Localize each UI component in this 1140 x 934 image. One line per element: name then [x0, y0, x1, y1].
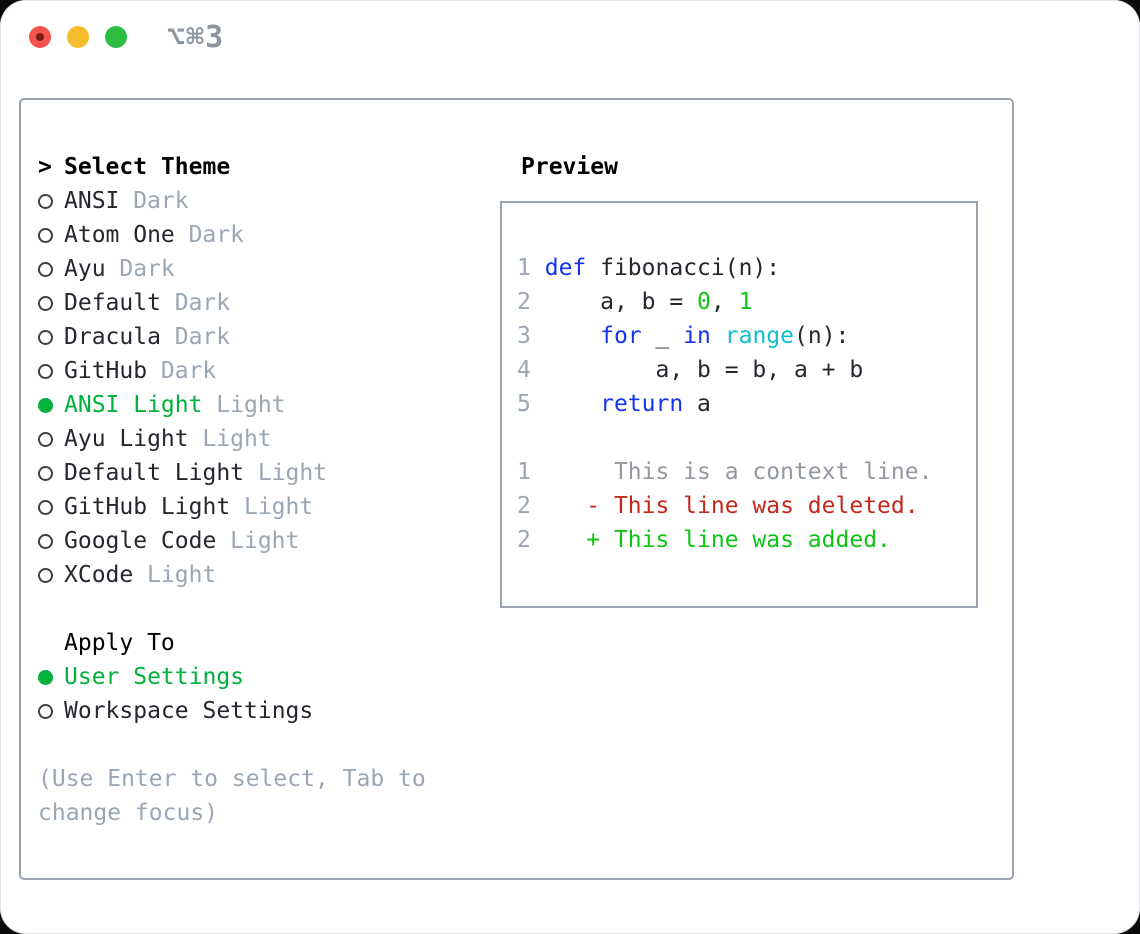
apply-to-heading-label: Apply To	[64, 630, 175, 656]
theme-option-label: Ayu	[64, 256, 106, 282]
radio-icon	[38, 261, 53, 277]
theme-variant-label: Light	[257, 460, 328, 486]
spacer	[38, 592, 426, 626]
theme-variant-label: Dark	[133, 188, 189, 214]
theme-variant-label: Dark	[174, 324, 231, 350]
theme-option-github[interactable]: GitHub Dark	[38, 354, 426, 388]
preview-column: Preview 1 def fibonacci(n): 2 a, b = 0, 1…	[500, 150, 978, 608]
radio-icon	[38, 465, 53, 481]
radio-icon	[38, 295, 53, 311]
theme-option-label: GitHub	[64, 358, 148, 384]
code-line: 2 + This line was added.	[517, 527, 891, 553]
theme-option-label: Atom One	[64, 222, 175, 248]
radio-selected-icon	[38, 397, 53, 413]
preview-heading: Preview	[521, 154, 618, 180]
theme-option-atom-one[interactable]: Atom One Dark	[38, 218, 426, 252]
title-bar: ⌥⌘3	[0, 0, 1140, 72]
radio-icon	[38, 567, 53, 583]
window-title-shortcut: ⌥⌘3	[167, 20, 225, 55]
theme-variant-label: Light	[230, 528, 300, 554]
theme-option-label: Dracula	[64, 324, 161, 350]
radio-icon	[38, 329, 53, 345]
code-preview: 1 def fibonacci(n): 2 a, b = 0, 1 3 for _ …	[517, 251, 976, 557]
code-line: 1 This is a context line.	[517, 459, 933, 485]
theme-option-label: Google Code	[64, 528, 217, 554]
code-line: 4 a, b = b, a + b	[517, 357, 864, 383]
theme-option-default-light[interactable]: Default Light Light	[38, 456, 426, 490]
theme-option-label: Ayu Light	[64, 426, 189, 452]
theme-option-github-light[interactable]: GitHub Light Light	[38, 490, 426, 524]
theme-option-ansi[interactable]: ANSI Dark	[38, 184, 426, 218]
close-button[interactable]	[29, 26, 51, 48]
select-theme-heading-label: Select Theme	[64, 154, 231, 180]
code-line: 1 def fibonacci(n):	[517, 255, 781, 281]
close-button-dot	[36, 33, 44, 41]
apply-option-workspace-settings[interactable]: Workspace Settings	[38, 694, 426, 728]
select-theme-heading: > Select Theme	[38, 150, 426, 184]
theme-variant-label: Light	[202, 426, 272, 452]
theme-option-label: ANSI	[64, 188, 120, 214]
code-blank-line	[517, 421, 976, 455]
hint-text: (Use Enter to select, Tab to change focu…	[38, 766, 426, 826]
code-line: 2 - This line was deleted.	[517, 493, 919, 519]
code-line: 2 a, b = 0, 1	[517, 289, 753, 315]
theme-option-ansi-light[interactable]: ANSI Light Light	[38, 388, 426, 422]
radio-icon	[38, 363, 53, 379]
spacer	[38, 728, 426, 762]
theme-option-default[interactable]: Default Dark	[38, 286, 426, 320]
radio-icon	[38, 499, 53, 515]
theme-option-ayu-light[interactable]: Ayu Light Light	[38, 422, 426, 456]
theme-option-label: Default	[64, 290, 161, 316]
radio-icon	[38, 193, 53, 209]
theme-variant-label: Dark	[174, 290, 231, 316]
maximize-button[interactable]	[105, 26, 127, 48]
theme-variant-label: Light	[243, 494, 314, 520]
theme-option-ayu[interactable]: Ayu Dark	[38, 252, 426, 286]
apply-option-user-settings[interactable]: User Settings	[38, 660, 426, 694]
code-line: 3 for _ in range(n):	[517, 323, 850, 349]
radio-selected-icon	[38, 669, 53, 685]
theme-variant-label: Dark	[160, 358, 217, 384]
minimize-button[interactable]	[67, 26, 89, 48]
theme-option-label: XCode	[64, 562, 134, 588]
apply-option-label: Workspace Settings	[64, 698, 314, 724]
preview-box: 1 def fibonacci(n): 2 a, b = 0, 1 3 for _ …	[500, 201, 978, 608]
theme-variant-label: Dark	[119, 256, 175, 282]
theme-option-label: Default Light	[64, 460, 245, 486]
radio-icon	[38, 227, 53, 243]
theme-option-dracula[interactable]: Dracula Dark	[38, 320, 426, 354]
theme-variant-label: Light	[147, 562, 217, 588]
code-line: 5 return a	[517, 391, 711, 417]
apply-to-heading: Apply To	[38, 626, 426, 660]
radio-icon	[38, 431, 53, 447]
theme-option-xcode[interactable]: XCode Light	[38, 558, 426, 592]
theme-option-label: GitHub Light	[64, 494, 231, 520]
theme-variant-label: Dark	[188, 222, 244, 248]
theme-option-google-code[interactable]: Google Code Light	[38, 524, 426, 558]
apply-option-label: User Settings	[64, 664, 245, 690]
radio-icon	[38, 533, 53, 549]
focus-caret: >	[38, 154, 52, 180]
radio-icon	[38, 703, 53, 719]
theme-variant-label: Light	[216, 392, 286, 418]
theme-option-label: ANSI Light	[64, 392, 203, 418]
